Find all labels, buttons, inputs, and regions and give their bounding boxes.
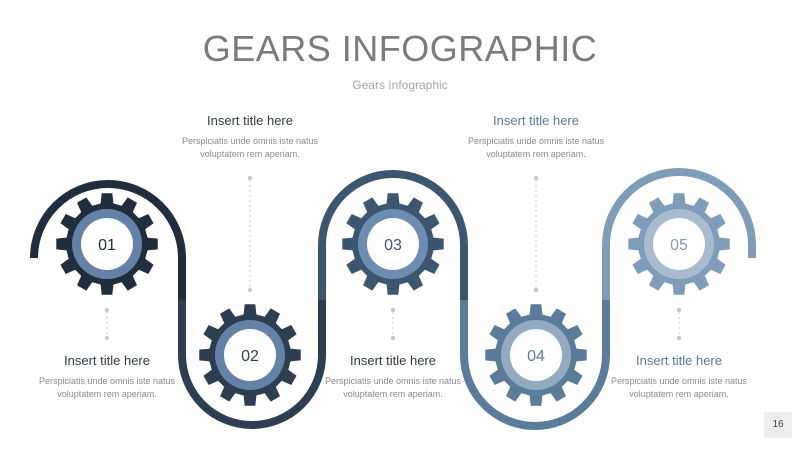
gear-4-center bbox=[510, 329, 562, 381]
page-number: 16 bbox=[764, 412, 792, 438]
gear-5-number: 05 bbox=[670, 237, 688, 254]
step-2-title: Insert title here bbox=[207, 113, 293, 128]
step-5-title: Insert title here bbox=[636, 353, 722, 368]
gear-5-center bbox=[653, 218, 705, 270]
gear-3: 03 bbox=[342, 193, 444, 295]
gear-3-center bbox=[367, 218, 419, 270]
step-2-block: Insert title here Perspiciatis unde omni… bbox=[175, 113, 325, 161]
step-3-body: Perspiciatis unde omnis iste natus volup… bbox=[324, 376, 462, 399]
step-3-title: Insert title here bbox=[350, 353, 436, 368]
gear-1: 01 bbox=[56, 193, 158, 295]
gear-3-number: 03 bbox=[384, 237, 402, 254]
gear-2: 02 bbox=[199, 304, 301, 406]
gear-4-number: 04 bbox=[527, 348, 545, 365]
gear-2-number: 02 bbox=[241, 348, 259, 365]
step-1-block: Insert title here Perspiciatis unde omni… bbox=[32, 353, 182, 401]
path-segment-2 bbox=[178, 300, 326, 429]
step-4-block: Insert title here Perspiciatis unde omni… bbox=[461, 113, 611, 161]
gear-1-number: 01 bbox=[98, 237, 116, 254]
path-segment-1 bbox=[30, 180, 186, 300]
gear-5: 05 bbox=[628, 193, 730, 295]
path-segment-4 bbox=[460, 300, 610, 430]
gear-1-center bbox=[81, 218, 133, 270]
step-5-body: Perspiciatis unde omnis iste natus volup… bbox=[610, 376, 748, 399]
step-5-block: Insert title here Perspiciatis unde omni… bbox=[604, 353, 754, 401]
gear-2-center bbox=[224, 329, 276, 381]
gear-4: 04 bbox=[485, 304, 587, 406]
step-4-title: Insert title here bbox=[493, 113, 579, 128]
page-subtitle: Gears Infographic bbox=[352, 78, 448, 92]
step-1-body: Perspiciatis unde omnis iste natus volup… bbox=[38, 376, 176, 399]
page-title: GEARS INFOGRAPHIC bbox=[202, 28, 598, 69]
step-4-body: Perspiciatis unde omnis iste natus volup… bbox=[467, 136, 605, 159]
step-2-body: Perspiciatis unde omnis iste natus volup… bbox=[181, 136, 319, 159]
step-3-block: Insert title here Perspiciatis unde omni… bbox=[318, 353, 468, 401]
path-segment-5 bbox=[602, 168, 756, 300]
path-segment-3 bbox=[318, 170, 468, 300]
step-1-title: Insert title here bbox=[64, 353, 150, 368]
